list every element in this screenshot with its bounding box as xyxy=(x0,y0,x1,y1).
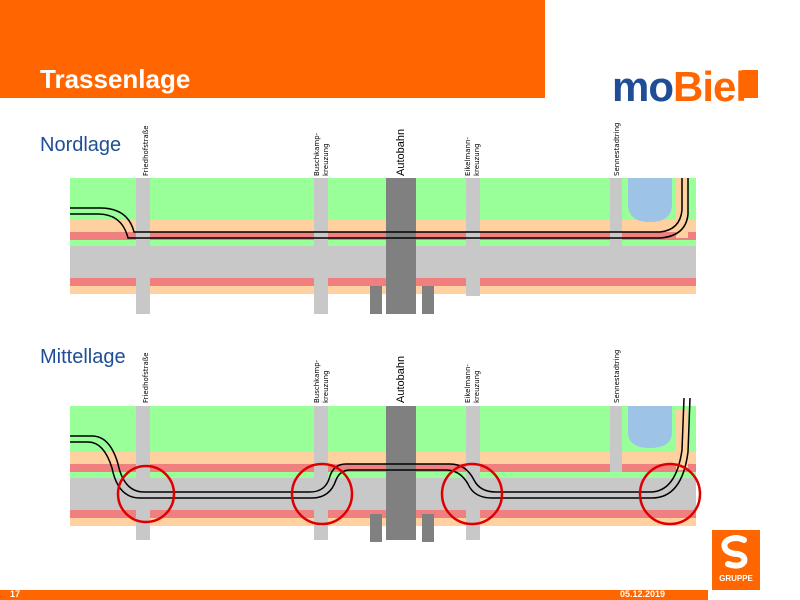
track-line-2 xyxy=(70,178,689,239)
gruppe-logo xyxy=(712,530,760,590)
section-label-mittellage: Mittellage xyxy=(40,346,126,368)
mobiel-logo: moBiel xyxy=(612,63,747,110)
page-number: 17 xyxy=(10,589,21,599)
street-eikelmann xyxy=(466,406,480,540)
conflict-circle-friedhofstrasse xyxy=(116,464,176,524)
conflict-circle-sennestadtring xyxy=(638,462,702,526)
street-sennestadtring xyxy=(610,178,622,248)
autobahn xyxy=(386,406,416,540)
label-buschkamp2-bottom: kreuzung xyxy=(322,370,330,403)
autobahn-ramp-right xyxy=(422,514,434,542)
autobahn-ramp-left xyxy=(370,286,382,314)
section-label-nordlage: Nordlage xyxy=(40,134,122,156)
logo-part-biel: Biel xyxy=(673,63,747,110)
main-road xyxy=(70,246,696,278)
conflict-circle-buschkamp xyxy=(290,462,354,526)
label-autobahn-top: Autobahn xyxy=(395,129,407,176)
street-sennestadtring xyxy=(610,406,622,472)
track-line-1 xyxy=(70,397,685,493)
header-bar xyxy=(0,0,545,98)
water-basin xyxy=(628,406,672,448)
s-logo-icon xyxy=(721,535,748,569)
slide-date: 05.12.2019 xyxy=(620,589,666,599)
street-eikelmann xyxy=(466,178,480,296)
red-band-north xyxy=(70,464,696,472)
autobahn xyxy=(386,178,416,314)
peach-band-south xyxy=(70,286,696,294)
label-buschkamp1-top: Buschkamp- xyxy=(313,132,321,176)
water-basin xyxy=(628,178,672,222)
autobahn-ramp-right xyxy=(422,286,434,314)
logo-accent xyxy=(742,70,758,98)
logo-part-mo: mo xyxy=(612,63,674,110)
label-autobahn-bottom: Autobahn xyxy=(395,356,407,403)
label-eikelmann2-bottom: kreuzung xyxy=(473,370,481,403)
label-sennestadtring-bottom: Sennestadtring xyxy=(613,349,621,403)
label-buschkamp1-bottom: Buschkamp- xyxy=(313,359,321,403)
street-buschkamp xyxy=(314,178,328,314)
label-eikelmann2-top: kreuzung xyxy=(473,143,481,176)
label-eikelmann1-top: Eikelmann- xyxy=(464,137,472,176)
slide-title: Trassenlage xyxy=(40,64,191,94)
label-friedhofstrasse-bottom: Friedhofstraße xyxy=(142,352,150,403)
peach-band-north xyxy=(70,452,696,466)
label-eikelmann1-bottom: Eikelmann- xyxy=(464,364,472,403)
red-band-north xyxy=(70,232,696,240)
street-buschkamp xyxy=(314,406,328,540)
gruppe-label: GRUPPE xyxy=(719,574,753,583)
peach-band-south xyxy=(70,518,696,526)
conflict-circle-eikelmann xyxy=(440,462,504,526)
label-friedhofstrasse-top: Friedhofstraße xyxy=(142,125,150,176)
street-friedhofstrasse xyxy=(136,178,150,314)
mittellage-diagram xyxy=(70,397,702,542)
peach-strip xyxy=(150,220,310,228)
red-band-south xyxy=(70,510,696,518)
label-buschkamp2-top: kreuzung xyxy=(322,143,330,176)
nordlage-diagram xyxy=(70,178,696,314)
red-band-south xyxy=(70,278,696,286)
autobahn-ramp-left xyxy=(370,514,382,542)
street-friedhofstrasse xyxy=(136,406,150,540)
track-line-1 xyxy=(70,178,683,233)
footer-bar xyxy=(0,590,708,600)
label-sennestadtring-top: Sennestadtring xyxy=(613,122,621,176)
